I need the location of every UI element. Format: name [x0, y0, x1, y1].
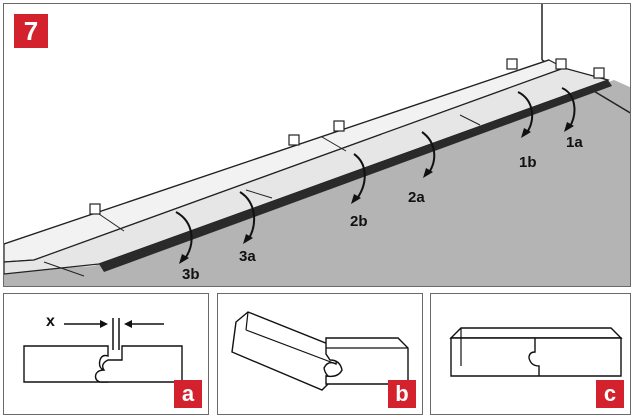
- arrow-head: [179, 254, 189, 264]
- plank-joined-front: [450, 337, 622, 377]
- plank-seam: [98, 213, 125, 232]
- spacer-wedge: [333, 120, 345, 132]
- plank-seam: [245, 189, 273, 199]
- rotation-arrow-3a: [239, 191, 256, 241]
- plank-profile-right: [94, 345, 183, 383]
- detail-panel-c: c: [430, 293, 631, 415]
- label-1b: 1b: [519, 154, 537, 171]
- detail-c-badge: c: [596, 380, 624, 408]
- detail-b-badge: b: [388, 380, 416, 408]
- label-2a: 2a: [408, 189, 425, 206]
- arrow-head: [124, 320, 132, 328]
- plank-seam: [459, 114, 481, 126]
- plank-edge-shadow: [99, 80, 612, 272]
- detail-a-drawing: x: [23, 313, 183, 383]
- rotation-arrow-1b: [517, 91, 534, 135]
- spacer-wedge: [288, 134, 300, 146]
- label-2b: 2b: [350, 213, 368, 230]
- arrow-head: [521, 128, 531, 138]
- plank-seam: [321, 136, 347, 152]
- rotation-arrow-3b: [175, 211, 193, 261]
- detail-a-badge: a: [174, 380, 202, 408]
- floor-installation-drawing: 1a 1b 2a 2b 3a 3b: [4, 4, 630, 286]
- arrow-head: [423, 168, 433, 178]
- arrow-head: [351, 194, 361, 204]
- spacer-wedge: [89, 203, 101, 215]
- label-1a: 1a: [566, 134, 583, 151]
- plank-edge: [245, 329, 337, 365]
- arrow-head: [100, 320, 108, 328]
- detail-b-drawing: [231, 311, 409, 391]
- arrow-head: [564, 122, 574, 132]
- plank-angled: [231, 311, 339, 391]
- step-number-badge: 7: [14, 14, 48, 48]
- main-illustration-panel: 1a 1b 2a 2b 3a 3b 7: [3, 3, 631, 287]
- label-3b: 3b: [182, 266, 200, 283]
- rotation-arrow-2b: [353, 153, 366, 201]
- plank-edge: [245, 311, 249, 331]
- plank-seam: [43, 261, 85, 277]
- label-3a: 3a: [239, 248, 256, 265]
- spacer-wedge: [555, 58, 567, 70]
- joint-profile: [528, 338, 540, 376]
- detail-panel-a: x a: [3, 293, 209, 415]
- spacer-wedge: [506, 58, 518, 70]
- detail-c-drawing: [449, 327, 623, 377]
- arrow-head: [243, 234, 253, 244]
- plank-joined-top: [449, 327, 623, 339]
- detail-panel-b: b: [217, 293, 423, 415]
- gap-x-label: x: [46, 313, 55, 330]
- plank-flat: [325, 337, 409, 385]
- spacer-wedge: [593, 67, 605, 79]
